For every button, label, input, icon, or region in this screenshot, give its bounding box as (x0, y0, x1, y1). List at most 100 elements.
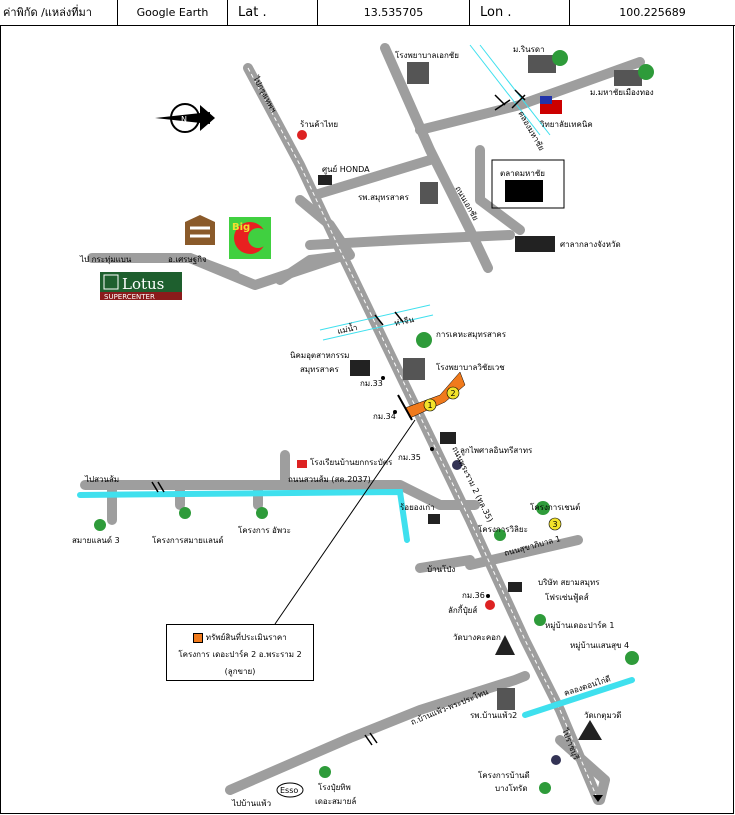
label-ekachai-hospital: โรงพยาบาลเอกชัย (395, 50, 459, 60)
label-to-suan-som: ไปสวนส้ม (84, 475, 119, 484)
lat-value: 13.535705 (318, 0, 470, 25)
tree-icon (94, 519, 106, 531)
label-to-ban-phaeo: ไปบ้านแพ้ว (231, 799, 271, 808)
bank-icon (440, 432, 456, 444)
hospital-icon (403, 358, 425, 380)
city-hall-icon (515, 236, 555, 252)
svg-text:N: N (181, 115, 187, 124)
lon-value: 100.225689 (619, 6, 686, 19)
label-khlong-top: คลองมหาชัย (516, 110, 546, 153)
shop-icon (428, 514, 440, 524)
marker-1: 1 (423, 398, 437, 412)
svg-text:Big: Big (232, 222, 250, 233)
canal-lower (522, 677, 635, 718)
label-esso-school-2: เดอะสมายล์ (315, 796, 356, 806)
label-khlong-north-1: แม่น้ำ (336, 321, 358, 336)
label-soi-small: บ้านโป่ง (427, 564, 455, 574)
svg-text:2: 2 (451, 389, 456, 398)
marker-2: 2 (446, 386, 460, 400)
map-frame (0, 25, 734, 814)
label-honda: ศูนย์ HONDA (322, 164, 370, 175)
tree-icon (539, 782, 551, 794)
svg-text:SUPERCENTER: SUPERCENTER (104, 293, 155, 301)
label-industrial-estate-2: สมุทรสาคร (300, 365, 339, 374)
building-icon (528, 55, 556, 73)
skyline-icon (505, 180, 543, 202)
label-the-park-1: หมู่บ้านเดอะปาร์ค 1 (545, 620, 614, 631)
factory-icon (350, 360, 370, 376)
property-line-1 (397, 394, 413, 421)
field-label: ค่าพิกัด /แหล่งที่มา (0, 0, 118, 25)
road-setthakit (185, 253, 240, 280)
header-bar: ค่าพิกัด /แหล่งที่มา Google Earth Lat . … (0, 0, 735, 26)
label-school: โรงเรียนบ้านยกกระบัตร (310, 457, 393, 467)
big-c-logo: Big (229, 217, 271, 259)
tree-icon (494, 529, 506, 541)
label-suan-som-road: ถนนสวนส้ม (สค.2037) (288, 475, 371, 484)
road-ban-phaeo (225, 671, 530, 795)
road-loop (275, 195, 355, 285)
label-industrial-estate-1: นิคมอุตสาหกรรม (290, 351, 349, 360)
km-post-icon (486, 594, 490, 598)
legend-line-2: โครงการ เดอะปาร์ค 2 อ.พระราม 2 (178, 650, 302, 659)
building-icon (497, 688, 515, 710)
label-km35: กม.35 (398, 453, 421, 462)
legend-line-3: (ลูกขาย) (224, 667, 256, 676)
label-samut-sakhon-hospital: รพ.สมุทรสาคร (358, 193, 410, 202)
label-witthayalai: วิทยาลัยเทคนิค (539, 120, 592, 129)
temple-icon (578, 720, 602, 740)
legend-box: ทรัพย์สินที่ประเมินราคา โครงการ เดอะปาร์… (166, 624, 314, 681)
label-kasikornthai: ร้านค้าไทย (300, 120, 338, 129)
lon-label: Lon . (470, 0, 570, 25)
label-villa-project: โครงการวิลิยะ (478, 524, 528, 534)
road-honda (310, 155, 435, 200)
building-icon (420, 182, 438, 204)
lotus-logo: Lotus SUPERCENTER (100, 272, 182, 301)
tree-icon (625, 651, 639, 665)
label-soi-kao: ร้อยองเก่า (400, 503, 435, 512)
label-tawan-daeng: ลูกไพศาลอินทรีสาทร (460, 446, 533, 456)
hospital-icon (407, 62, 429, 84)
road-soi-right (465, 535, 583, 570)
label-lotus-express: ลักกี้ปุ๋ยส์ (448, 604, 477, 615)
river-tha-chin-b (322, 314, 434, 341)
north-arrow-icon: N (155, 103, 215, 133)
label-provincial-agriculture: การเคหะสมุทรสาคร (436, 330, 507, 339)
label-to-krathum-baen: ไป กระทุ่มแบน (79, 255, 132, 264)
km-post-icon (393, 410, 397, 414)
road-rama2 (243, 63, 603, 805)
svg-text:Lotus: Lotus (122, 275, 164, 293)
shop-icon (318, 175, 332, 185)
label-chenchai-project: โครงการเชนต์ (530, 502, 580, 512)
label-siam-company-2: โฟรเซ่นฟู้ดส์ (545, 592, 589, 603)
label-setthakit: อ.เศรษฐกิจ (168, 255, 207, 264)
svg-text:1: 1 (428, 401, 433, 410)
tree-icon (256, 507, 268, 519)
road-suan-som (80, 480, 480, 510)
lat-label: Lat . (228, 0, 318, 25)
label-talat-maha-chai: ตลาดมหาชัย (500, 169, 545, 178)
label-samaelland: สมายแลนด์ 3 (72, 535, 120, 545)
building-icon (614, 70, 642, 86)
tree-icon (416, 332, 432, 348)
label-km36: กม.36 (462, 591, 485, 600)
label-siam-company-1: บริษัท สยามสมุทร (538, 578, 600, 587)
label-khlong-north-2: ท่าจีน (394, 315, 416, 328)
arrow-to-ratchaburi (593, 795, 603, 802)
label-maha-chai-mueang-thong: ม.มหาชัยเมืองทอง (590, 88, 654, 97)
tree-icon (536, 501, 550, 515)
tree-icon (534, 614, 546, 626)
marker-3: 3 (548, 517, 562, 531)
road-maha-chai (415, 57, 645, 135)
flag-icon (551, 755, 561, 765)
label-rpp-ban-phaeo: รพ.บ้านแพ้ว2 (470, 711, 517, 720)
home-logo-icon (185, 215, 215, 245)
tree-icon (638, 64, 654, 80)
label-rinrada: ม.รินรดา (513, 45, 545, 54)
flag-icon (297, 130, 307, 140)
canal-suan-som (77, 488, 410, 543)
legend-swatch (193, 632, 204, 643)
road-market (475, 145, 525, 235)
tree-icon (552, 50, 568, 66)
